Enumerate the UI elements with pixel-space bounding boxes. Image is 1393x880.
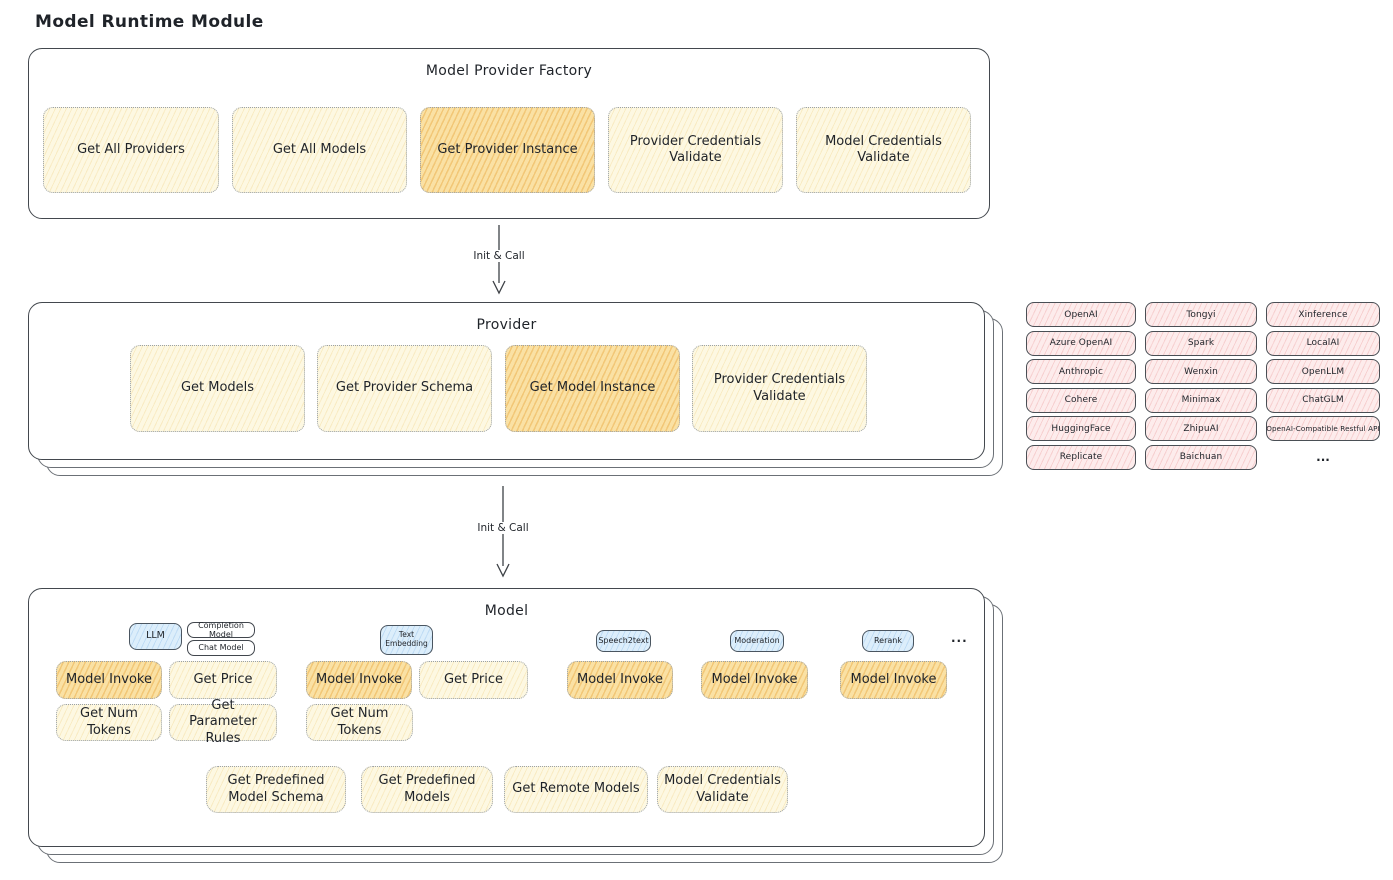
provider-box-provider-credentials-validate: Provider Credentials Validate [692,345,867,432]
model-box-get-predefined-models: Get Predefined Models [361,766,493,813]
box-label: Get Remote Models [512,781,640,797]
tab-llm: LLM [129,623,182,650]
factory-title: Model Provider Factory [425,63,593,79]
box-label: Get Predefined Models [378,773,476,805]
box-label: Get Price [193,671,253,687]
box-label: Get Price [443,671,503,687]
chip-wenxin: Wenxin [1145,359,1257,384]
model-box-model-credentials-validate: Model Credentials Validate [657,766,788,813]
box-label: Provider Credentials Validate [713,372,846,404]
chip-anthropic: Anthropic [1026,359,1136,384]
model-box-speech2text-model-invoke: Model Invoke [567,661,673,699]
tab-chat-model: Chat Model [187,640,255,656]
chip-localai: LocalAI [1266,330,1380,356]
box-label: Model Credentials Validate [664,773,781,805]
box-label: Get Num Tokens [80,706,138,738]
box-label: Get All Models [272,141,367,157]
model-box-llm-get-num-tokens: Get Num Tokens [56,704,162,741]
box-label: Model Invoke [850,671,937,687]
model-box-embedding-model-invoke: Model Invoke [306,661,412,699]
factory-box-get-all-models: Get All Models [232,107,407,193]
model-box-get-remote-models: Get Remote Models [504,766,648,813]
box-label: Model Credentials Validate [825,133,942,165]
chip-chatglm: ChatGLM [1266,387,1380,413]
box-label: Get Num Tokens [330,706,389,738]
factory-box-provider-credentials-validate: Provider Credentials Validate [608,107,783,193]
chip-replicate: Replicate [1026,444,1136,470]
factory-box-get-all-providers: Get All Providers [43,107,219,193]
factory-box-get-provider-instance: Get Provider Instance [420,107,595,193]
box-label: Model Invoke [577,671,663,687]
box-label: Get Model Instance [529,380,656,396]
model-title: Model [484,603,529,619]
tab-label: Text Embedding [385,630,428,648]
model-box-embedding-get-num-tokens: Get Num Tokens [306,704,413,741]
box-label: Get All Providers [77,141,185,157]
tabs-more-ellipsis: ... [951,631,968,645]
arrow-label-init-call-1: Init & Call [469,250,529,262]
tab-text-embedding: Text Embedding [380,625,433,655]
model-box-rerank-model-invoke: Model Invoke [840,661,947,699]
model-box-llm-get-price: Get Price [169,661,277,699]
tab-completion-model: Completion Model [187,621,255,639]
box-label: Get Parameter Rules [189,698,257,746]
chip-minimax: Minimax [1145,387,1257,413]
chip-openai-compatible-restful-api: OpenAI-Compatible Restful API [1266,416,1380,441]
box-label: Get Predefined Model Schema [227,773,325,805]
chip-cohere: Cohere [1026,387,1136,413]
tab-moderation: Moderation [730,630,784,652]
model-box-llm-model-invoke: Model Invoke [56,661,162,699]
model-frame: Model LLM Completion Model Chat Model Te… [28,588,985,847]
provider-chips-grid: OpenAI Tongyi Xinference Azure OpenAI Sp… [1026,302,1380,470]
model-box-get-predefined-model-schema: Get Predefined Model Schema [206,766,346,813]
chip-huggingface: HuggingFace [1026,416,1136,441]
box-label: Get Provider Schema [335,380,474,396]
provider-box-get-provider-schema: Get Provider Schema [317,345,492,432]
tab-speech2text: Speech2text [596,630,651,652]
tab-rerank: Rerank [862,630,914,652]
model-box-moderation-model-invoke: Model Invoke [701,661,808,699]
box-label: Model Invoke [66,671,152,687]
provider-title: Provider [476,317,537,333]
chip-xinference: Xinference [1266,302,1380,327]
model-box-embedding-get-price: Get Price [419,661,528,699]
chip-tongyi: Tongyi [1145,302,1257,327]
model-box-llm-get-parameter-rules: Get Parameter Rules [169,698,277,746]
chip-zhipuai: ZhipuAI [1145,416,1257,441]
chip-openai: OpenAI [1026,302,1136,327]
box-label: Provider Credentials Validate [629,133,762,165]
provider-box-get-model-instance: Get Model Instance [505,345,680,432]
arrow-label-init-call-2: Init & Call [473,522,533,534]
chip-azure-openai: Azure OpenAI [1026,330,1136,356]
factory-box-model-credentials-validate: Model Credentials Validate [796,107,971,193]
box-label: Get Models [180,380,255,396]
page-title: Model Runtime Module [35,12,264,32]
box-label: Model Invoke [711,671,798,687]
chip-spark: Spark [1145,330,1257,356]
provider-box-get-models: Get Models [130,345,305,432]
chips-more-ellipsis: ... [1316,450,1330,464]
chip-baichuan: Baichuan [1145,444,1257,470]
chip-openllm: OpenLLM [1266,359,1380,384]
box-label: Get Provider Instance [437,141,578,157]
box-label: Model Invoke [316,671,402,687]
